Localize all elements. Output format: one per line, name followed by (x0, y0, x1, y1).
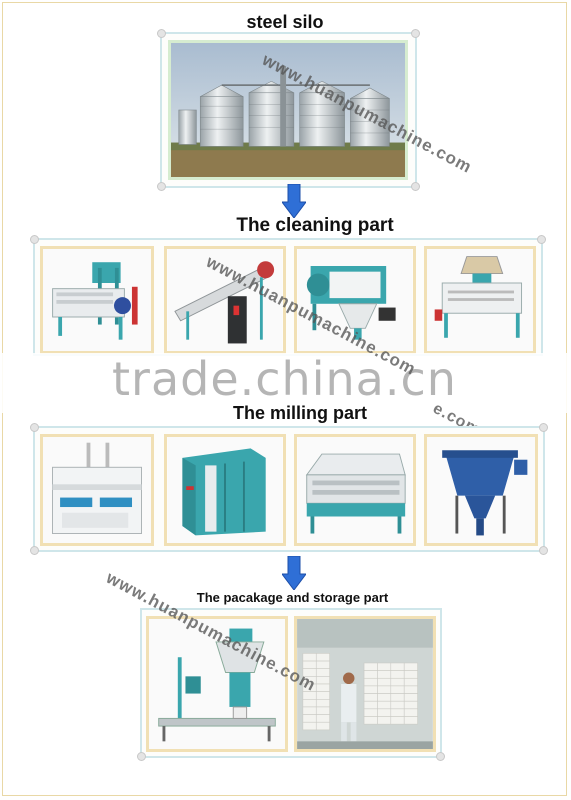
section-title-cleaning: The cleaning part (236, 215, 394, 236)
milling-machine-photo-3 (294, 434, 416, 546)
milling-machine-photo-2 (164, 434, 286, 546)
steel-silo-photo (168, 40, 408, 180)
down-arrow-1 (282, 184, 306, 218)
down-arrow-2 (282, 556, 306, 590)
section-title-package: The pacakage and storage part (196, 590, 389, 605)
cleaning-machine-photo-3 (294, 246, 416, 354)
cleaning-machine-photo-2 (164, 246, 286, 354)
milling-machine-photo-4 (424, 434, 538, 546)
milling-machine-photo-1 (40, 434, 154, 546)
section-title-milling: The milling part (232, 403, 367, 423)
trade-watermark: trade.china.cn (112, 352, 457, 406)
storage-warehouse-photo (294, 616, 436, 752)
cleaning-machine-photo-1 (40, 246, 154, 354)
section-title-steel-silo: steel silo (246, 12, 324, 32)
cleaning-machine-photo-4 (424, 246, 536, 354)
packing-machine-photo (146, 616, 288, 752)
watermark-band (0, 353, 571, 413)
